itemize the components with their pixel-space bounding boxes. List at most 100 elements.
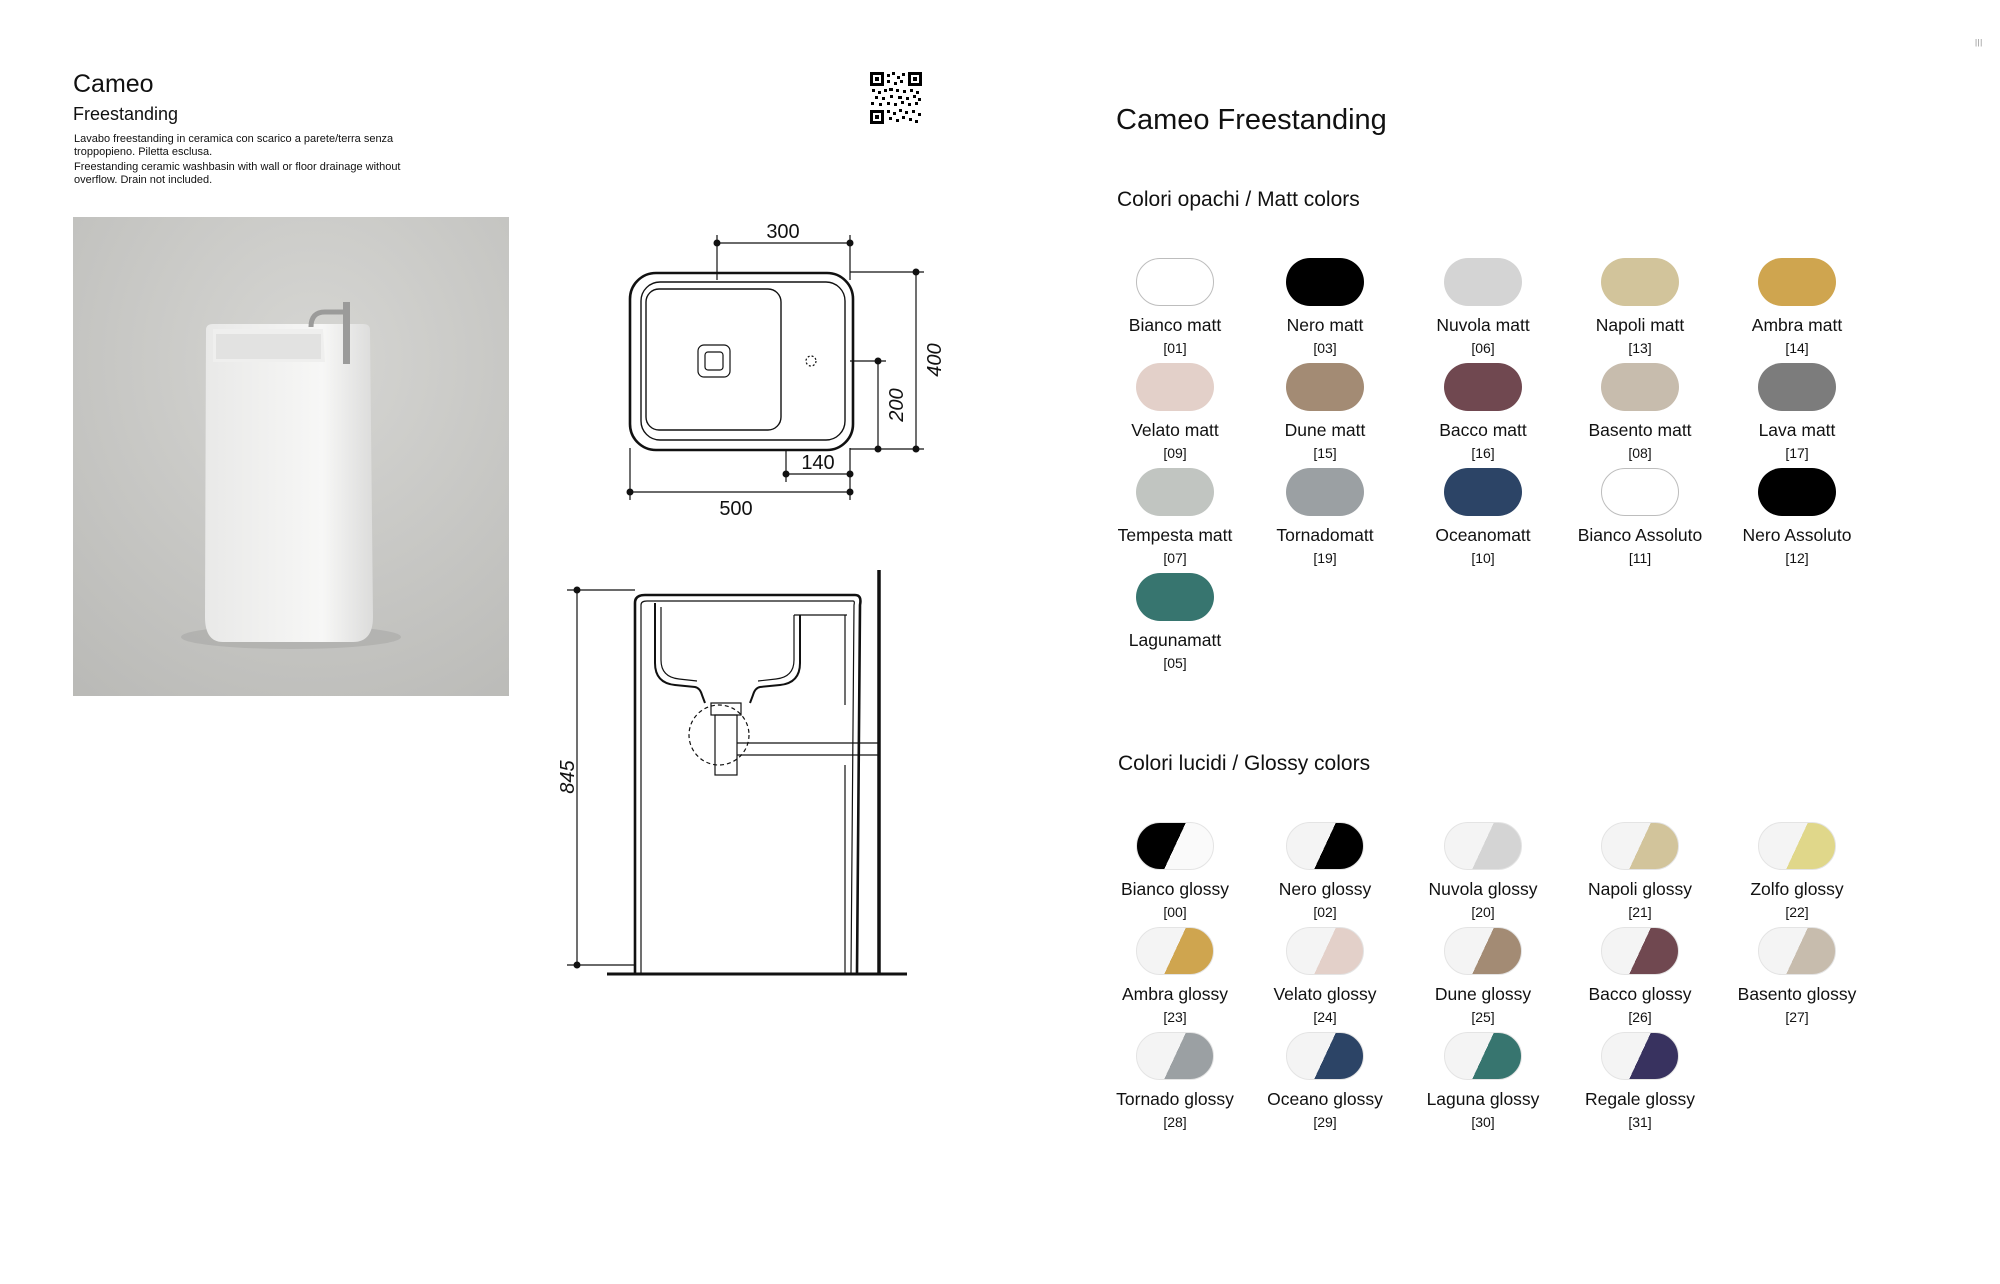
color-name: Dune glossy	[1434, 984, 1532, 1004]
color-swatch[interactable]: Ambra matt[14]	[1712, 258, 1882, 356]
color-swatch[interactable]: Bianco glossy[00]	[1090, 822, 1260, 920]
color-swatch[interactable]: Nero matt [03]	[1240, 258, 1410, 356]
matt-colors-title: Colori opachi / Matt colors	[1117, 188, 1360, 211]
color-swatch[interactable]: Bianco matt[01]	[1090, 258, 1260, 356]
product-description-en: Freestanding ceramic washbasin with wall…	[74, 161, 401, 186]
color-swatch[interactable]: Napoli matt[13]	[1555, 258, 1725, 356]
color-chip	[1601, 822, 1679, 870]
color-swatch[interactable]: Nero Assoluto[12]	[1712, 468, 1882, 566]
color-chip	[1601, 468, 1679, 516]
color-swatch[interactable]: Tempesta matt[07]	[1090, 468, 1260, 566]
color-code: [22]	[1785, 904, 1809, 920]
color-code: [05]	[1163, 655, 1187, 671]
color-code: [27]	[1785, 1009, 1809, 1025]
color-swatch[interactable]: Oceano glossy [29]	[1240, 1032, 1410, 1130]
side-view-drawing: 845	[555, 565, 915, 990]
color-chip	[1758, 468, 1836, 516]
color-chip	[1136, 1032, 1214, 1080]
color-swatch[interactable]: Nuvola matt [06]	[1398, 258, 1568, 356]
color-chip	[1601, 258, 1679, 306]
color-chip	[1444, 468, 1522, 516]
color-chip	[1758, 258, 1836, 306]
color-swatch[interactable]: Velato matt[09]	[1090, 363, 1260, 461]
color-chip	[1136, 258, 1214, 306]
color-name: Tornadomatt	[1276, 525, 1374, 545]
color-name: Dune matt	[1284, 420, 1366, 440]
color-swatch[interactable]: Dune matt [15]	[1240, 363, 1410, 461]
color-code: [29]	[1313, 1114, 1337, 1130]
page-mark: |||	[1975, 38, 1983, 47]
color-code: [07]	[1163, 550, 1187, 566]
color-swatch[interactable]: Laguna glossy [30]	[1398, 1032, 1568, 1130]
dim-width: 500	[719, 498, 752, 520]
product-description-it: Lavabo freestanding in ceramica con scar…	[74, 133, 394, 158]
color-chip	[1444, 258, 1522, 306]
color-name: Basento glossy	[1737, 984, 1857, 1004]
color-code: [15]	[1313, 445, 1337, 461]
color-code: [16]	[1471, 445, 1495, 461]
color-code: [24]	[1313, 1009, 1337, 1025]
color-name: Nuvola matt	[1436, 315, 1530, 335]
color-code: [28]	[1163, 1114, 1187, 1130]
color-swatch[interactable]: Bacco matt[16]	[1398, 363, 1568, 461]
dim-depth: 400	[924, 343, 946, 376]
color-name: Oceano glossy	[1267, 1089, 1383, 1109]
color-swatch[interactable]: Regale glossy [31]	[1555, 1032, 1725, 1130]
color-swatch[interactable]: Lava matt[17]	[1712, 363, 1882, 461]
dim-side-depth: 200	[886, 388, 908, 422]
qr-code[interactable]	[870, 72, 922, 124]
color-chip	[1758, 822, 1836, 870]
color-swatch[interactable]: Velato glossy [24]	[1240, 927, 1410, 1025]
color-name: Laguna glossy	[1426, 1089, 1540, 1109]
color-swatch[interactable]: Nuvola glossy[20]	[1398, 822, 1568, 920]
color-name: Nero matt	[1286, 315, 1364, 335]
color-code: [06]	[1471, 340, 1495, 356]
color-code: [31]	[1628, 1114, 1652, 1130]
color-name: Regale glossy	[1585, 1089, 1695, 1109]
color-swatch[interactable]: Ambra glossy[23]	[1090, 927, 1260, 1025]
color-code: [30]	[1471, 1114, 1495, 1130]
color-code: [10]	[1471, 550, 1495, 566]
color-swatch[interactable]: Tornado glossy[28]	[1090, 1032, 1260, 1130]
color-swatch[interactable]: Napoli glossy[21]	[1555, 822, 1725, 920]
color-name: Oceanomatt	[1435, 525, 1531, 545]
color-swatch[interactable]: Bianco Assoluto[11]	[1555, 468, 1725, 566]
color-chip	[1286, 363, 1364, 411]
color-chip	[1136, 363, 1214, 411]
color-code: [03]	[1313, 340, 1337, 356]
color-chip	[1444, 927, 1522, 975]
color-code: [17]	[1785, 445, 1809, 461]
color-chip	[1286, 927, 1364, 975]
top-view-drawing: 300 500 140 400 200	[610, 220, 950, 530]
color-swatch[interactable]: Dune glossy[25]	[1398, 927, 1568, 1025]
color-chip	[1444, 363, 1522, 411]
color-name: Bacco glossy	[1588, 984, 1692, 1004]
dim-height: 845	[557, 759, 579, 793]
color-name: Velato glossy	[1273, 984, 1377, 1004]
color-code: [02]	[1313, 904, 1337, 920]
color-swatch[interactable]: Basento matt[08]	[1555, 363, 1725, 461]
product-subtitle: Freestanding	[73, 104, 179, 124]
color-swatch[interactable]: Bacco glossy[26]	[1555, 927, 1725, 1025]
glossy-colors-title: Colori lucidi / Glossy colors	[1118, 752, 1371, 775]
color-name: Nero glossy	[1278, 879, 1372, 899]
color-swatch[interactable]: Oceanomatt [10]	[1398, 468, 1568, 566]
product-title: Cameo	[73, 70, 154, 98]
color-name: Ambra matt	[1751, 315, 1843, 335]
color-swatch[interactable]: Tornadomatt[19]	[1240, 468, 1410, 566]
product-photo	[73, 217, 509, 696]
color-chip	[1601, 363, 1679, 411]
color-code: [01]	[1163, 340, 1187, 356]
color-chip	[1286, 1032, 1364, 1080]
color-chip	[1136, 573, 1214, 621]
color-chip	[1758, 927, 1836, 975]
color-swatch[interactable]: Lagunamatt[05]	[1090, 573, 1260, 671]
color-name: Zolfo glossy	[1750, 879, 1844, 899]
color-name: Nero Assoluto	[1742, 525, 1852, 545]
color-swatch[interactable]: Basento glossy [27]	[1712, 927, 1882, 1025]
color-swatch[interactable]: Zolfo glossy [22]	[1712, 822, 1882, 920]
color-chip	[1136, 468, 1214, 516]
color-code: [09]	[1163, 445, 1187, 461]
color-name: Napoli matt	[1595, 315, 1685, 335]
color-swatch[interactable]: Nero glossy [02]	[1240, 822, 1410, 920]
